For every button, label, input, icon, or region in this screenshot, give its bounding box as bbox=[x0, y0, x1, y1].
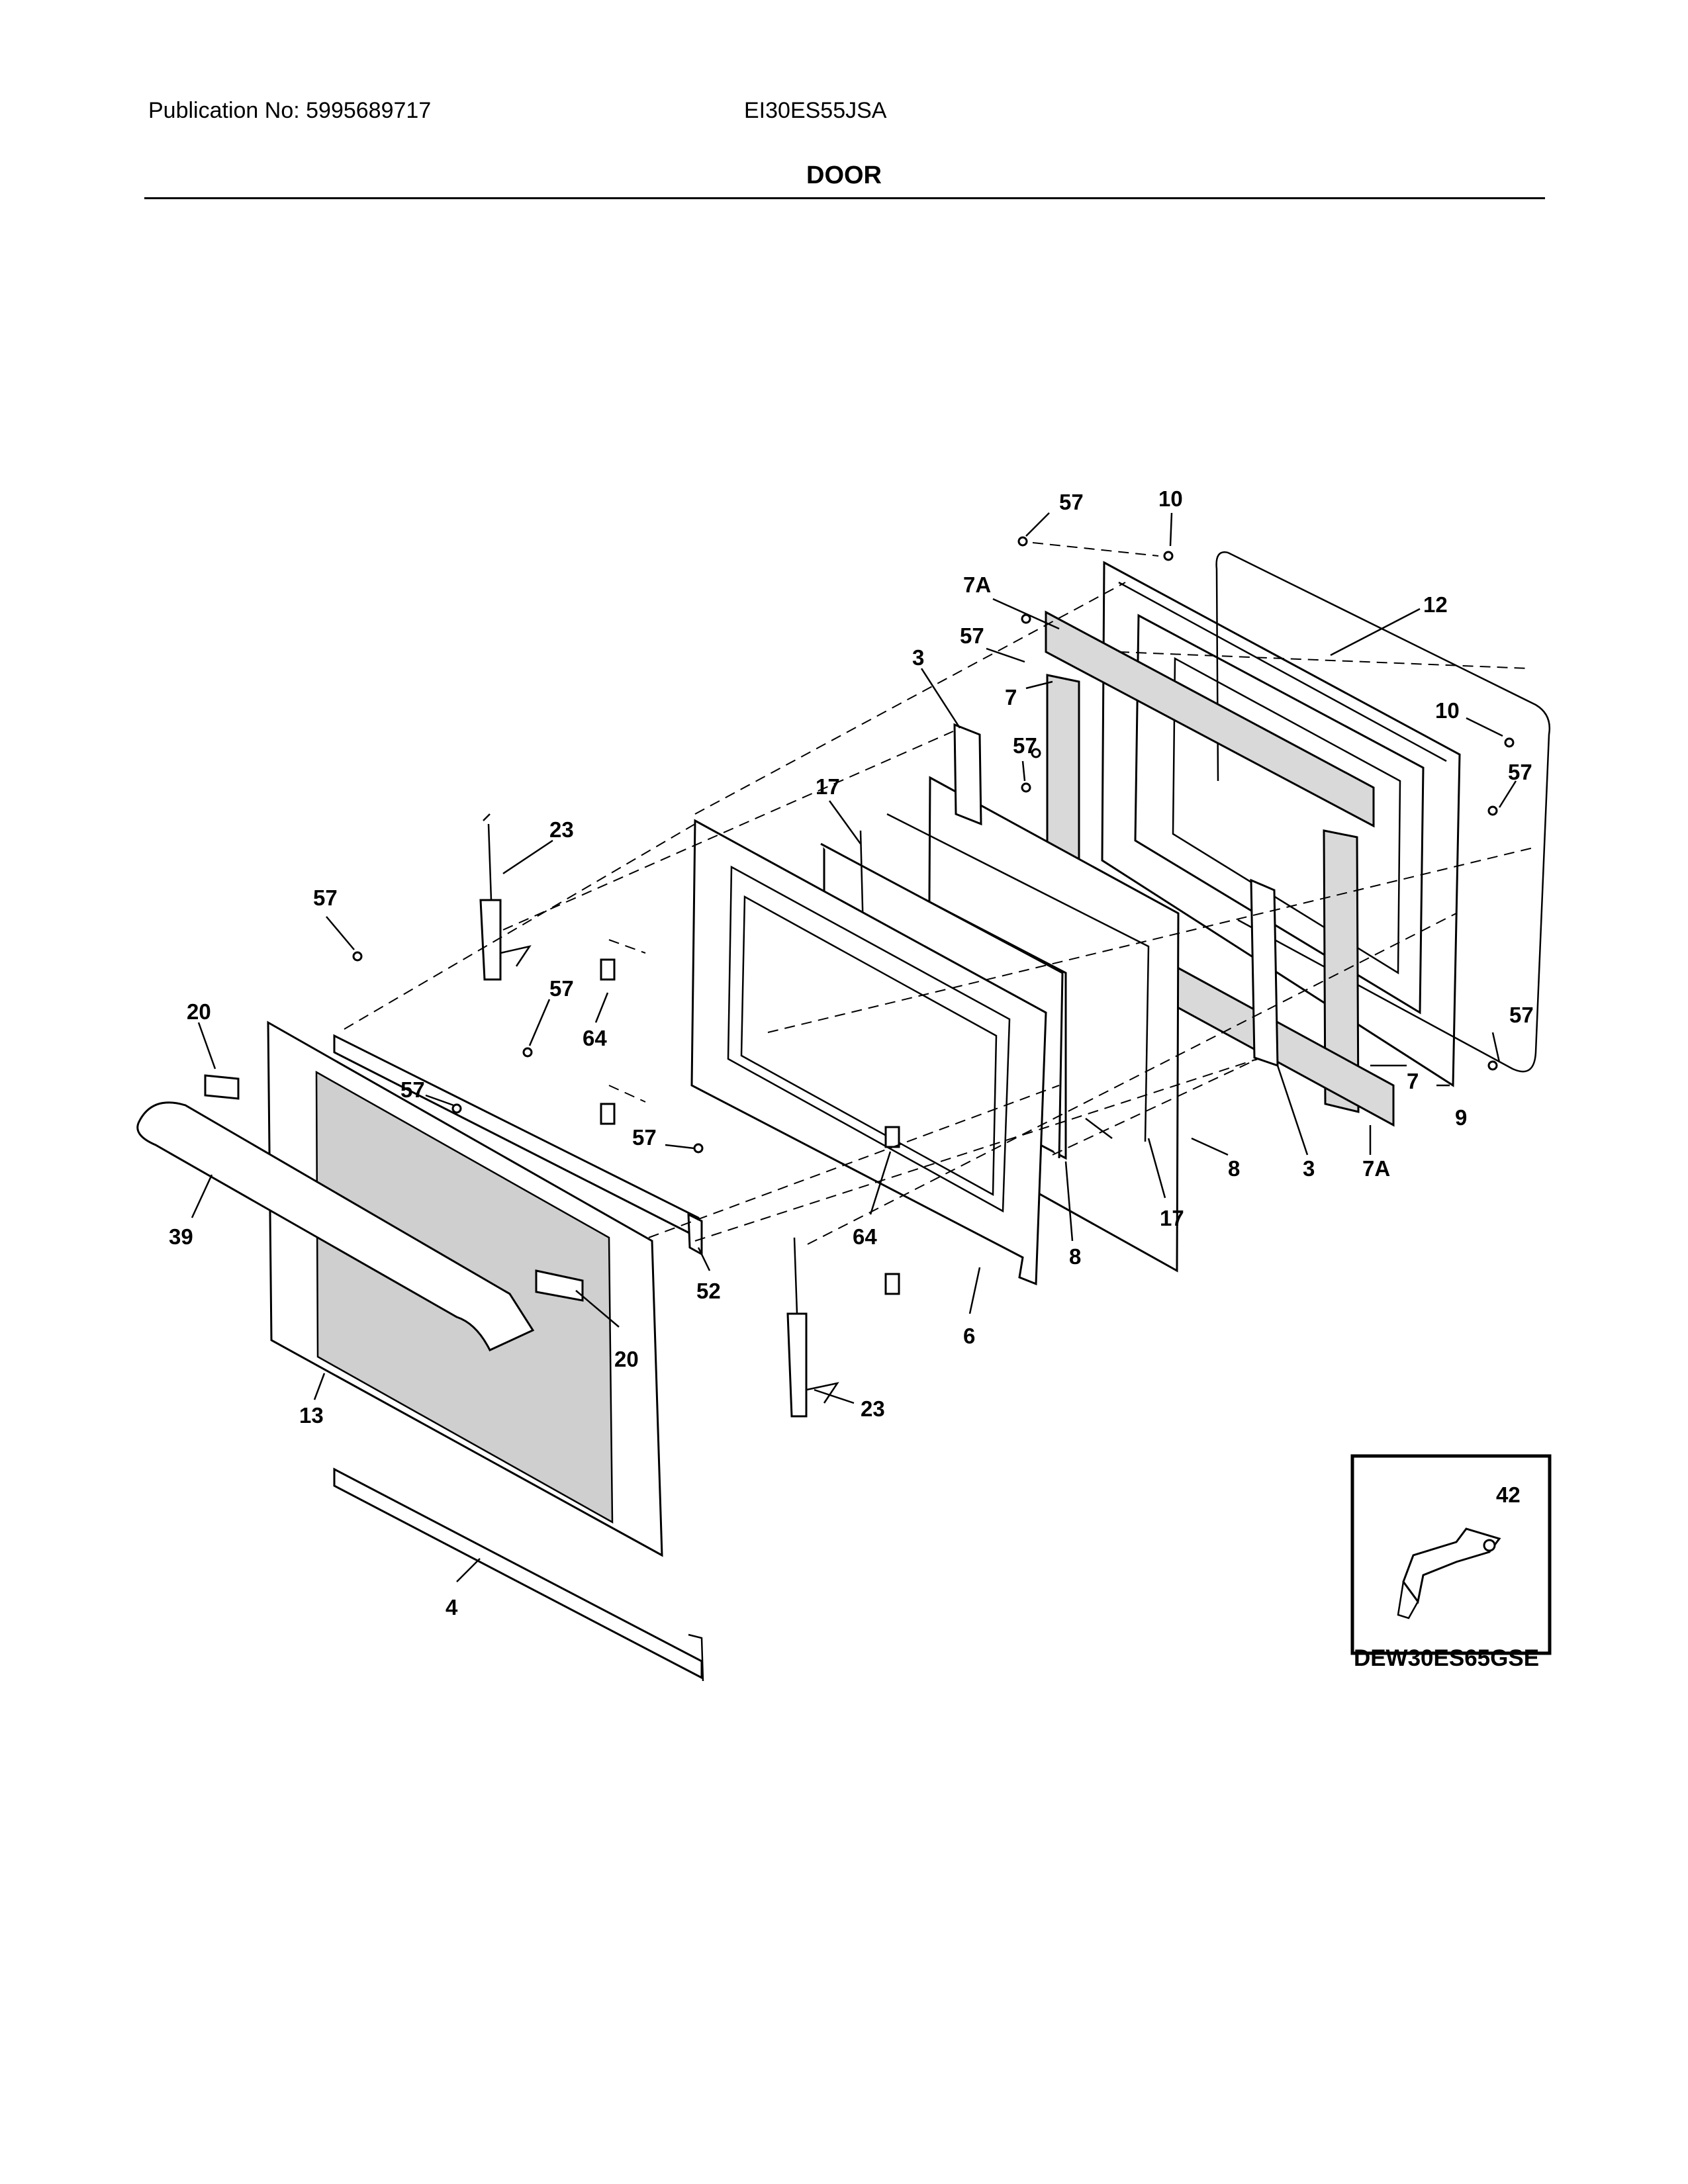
callout-57: 57 bbox=[1013, 733, 1037, 758]
inset-box: 42 bbox=[1350, 1454, 1552, 1655]
door-handle bbox=[136, 1101, 535, 1351]
lower-hinge bbox=[786, 1237, 839, 1418]
leader-lines bbox=[191, 512, 1517, 1582]
top-trim bbox=[333, 1034, 703, 1256]
handle-endcaps bbox=[204, 1074, 584, 1302]
callout-13: 13 bbox=[299, 1403, 324, 1428]
callout-57: 57 bbox=[1509, 1003, 1534, 1027]
header-divider bbox=[144, 197, 1545, 199]
callout-57: 57 bbox=[632, 1125, 657, 1150]
callout-57: 57 bbox=[1508, 760, 1532, 784]
callout-20: 20 bbox=[187, 999, 211, 1024]
insulation-pieces bbox=[1045, 610, 1395, 1127]
model-number: EI30ES55JSA bbox=[744, 98, 887, 123]
upper-hinge bbox=[479, 813, 532, 981]
callout-52: 52 bbox=[696, 1279, 721, 1303]
callout-7: 7 bbox=[1005, 685, 1017, 709]
callout-57: 57 bbox=[313, 886, 338, 910]
page-title: DOOR bbox=[806, 161, 882, 189]
bracket-42 bbox=[1397, 1527, 1501, 1619]
callout-8: 8 bbox=[1228, 1156, 1240, 1181]
callout-7a: 7A bbox=[963, 572, 991, 597]
callout-57: 57 bbox=[549, 976, 574, 1001]
callout-3: 3 bbox=[1303, 1156, 1315, 1181]
callout-42: 42 bbox=[1496, 1482, 1521, 1507]
callout-23: 23 bbox=[861, 1396, 885, 1421]
callout-4: 4 bbox=[445, 1595, 458, 1619]
callout-10: 10 bbox=[1435, 698, 1460, 723]
callout-labels: 57 10 7A 12 57 3 7 10 57 57 17 23 57 57 … bbox=[169, 486, 1534, 1619]
bottom-trim bbox=[333, 1467, 704, 1682]
callout-64: 64 bbox=[583, 1026, 607, 1050]
callout-7a: 7A bbox=[1362, 1156, 1390, 1181]
assembly-lines bbox=[344, 542, 1536, 1245]
callout-10: 10 bbox=[1158, 486, 1183, 511]
callout-57: 57 bbox=[960, 623, 984, 648]
callout-39: 39 bbox=[169, 1224, 193, 1249]
callout-3: 3 bbox=[912, 645, 924, 670]
callout-20: 20 bbox=[614, 1347, 639, 1371]
callout-17: 17 bbox=[1160, 1206, 1184, 1230]
callout-9: 9 bbox=[1455, 1105, 1467, 1130]
publication-number: Publication No: 5995689717 bbox=[148, 98, 432, 123]
callout-23: 23 bbox=[549, 817, 574, 842]
callout-6: 6 bbox=[963, 1324, 975, 1348]
door-gasket bbox=[1215, 551, 1551, 1073]
callout-8: 8 bbox=[1069, 1244, 1081, 1269]
inner-door-liner bbox=[690, 819, 1047, 1286]
callout-17: 17 bbox=[816, 774, 840, 799]
callout-57: 57 bbox=[1059, 490, 1084, 514]
callout-12: 12 bbox=[1423, 592, 1448, 617]
callout-7: 7 bbox=[1407, 1069, 1419, 1093]
inset-model-caption: DEW30ES65GSE bbox=[1353, 1645, 1540, 1671]
callout-64: 64 bbox=[853, 1224, 877, 1249]
side-brackets bbox=[953, 723, 1279, 1068]
callout-57: 57 bbox=[400, 1077, 425, 1102]
